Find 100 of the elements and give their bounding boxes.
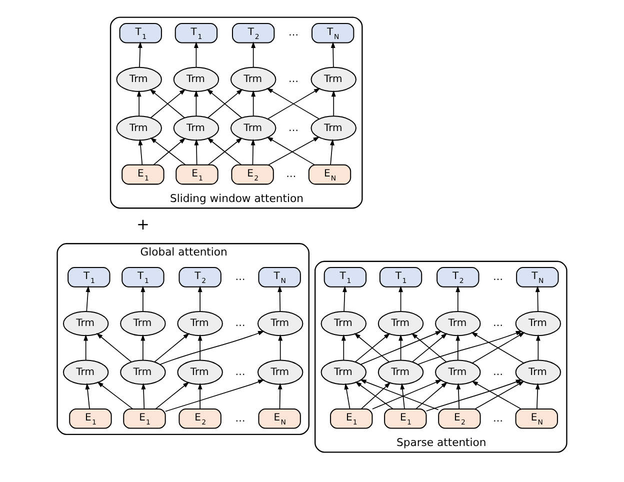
label: … bbox=[493, 366, 504, 378]
arrow bbox=[360, 330, 442, 365]
arrow bbox=[136, 90, 142, 116]
arrow bbox=[198, 286, 202, 312]
arrow bbox=[85, 383, 90, 410]
arrow bbox=[360, 382, 391, 410]
node-ellipse: Trm bbox=[177, 360, 223, 385]
arrow bbox=[154, 333, 190, 362]
arrow bbox=[331, 90, 336, 116]
arrow bbox=[330, 42, 336, 68]
arrow bbox=[138, 42, 142, 68]
arrow bbox=[360, 380, 439, 410]
label: … bbox=[286, 169, 296, 180]
node-box: T$_{2}$ bbox=[232, 22, 275, 44]
arrow bbox=[140, 286, 146, 312]
node-box: E$_{N}$ bbox=[308, 164, 352, 185]
arrow bbox=[535, 383, 540, 410]
arrow bbox=[417, 330, 522, 365]
arrow bbox=[160, 330, 264, 365]
arrow bbox=[251, 90, 256, 116]
label: … bbox=[235, 366, 246, 378]
node-ellipse: Trm bbox=[173, 116, 220, 141]
arrow bbox=[456, 383, 461, 410]
node-ellipse: Trm bbox=[116, 66, 162, 92]
label: … bbox=[288, 74, 298, 86]
arrow bbox=[97, 382, 134, 410]
arrow bbox=[194, 90, 198, 116]
node-ellipse: Trm bbox=[177, 311, 223, 336]
node-box: E$_{1}$ bbox=[69, 408, 112, 429]
node-ellipse: Trm bbox=[116, 116, 162, 141]
node-box: T$_{1}$ bbox=[68, 267, 110, 288]
node-box: E$_{1}$ bbox=[176, 164, 218, 185]
node-box: T$_{1}$ bbox=[324, 267, 367, 288]
node-box: T$_{1}$ bbox=[379, 267, 422, 288]
arrow bbox=[86, 286, 90, 312]
label: … bbox=[288, 122, 298, 134]
node-box: T$_{1}$ bbox=[122, 267, 164, 288]
arrow bbox=[342, 286, 347, 312]
arrow bbox=[398, 286, 403, 312]
label: … bbox=[235, 318, 246, 330]
arrow bbox=[330, 138, 334, 166]
node-ellipse: Trm bbox=[378, 311, 424, 336]
arrow bbox=[536, 334, 540, 361]
label: … bbox=[288, 28, 298, 39]
arrow bbox=[456, 286, 460, 312]
arrow bbox=[194, 42, 198, 68]
node-box: E$_{1}$ bbox=[122, 164, 164, 185]
arrow bbox=[278, 286, 282, 312]
node-box: E$_{1}$ bbox=[384, 408, 427, 429]
arrow bbox=[535, 286, 540, 312]
arrow bbox=[96, 333, 132, 362]
node-box: E$_{N}$ bbox=[515, 408, 558, 429]
label: … bbox=[235, 272, 246, 283]
node-box: E$_{N}$ bbox=[258, 408, 301, 429]
arrow bbox=[355, 382, 394, 410]
node-box: T$_{1}$ bbox=[119, 22, 162, 44]
node-box: E$_{1}$ bbox=[330, 408, 373, 429]
arrow bbox=[140, 334, 146, 361]
arrow bbox=[164, 380, 264, 412]
arrow bbox=[456, 334, 460, 361]
label: … bbox=[493, 272, 504, 283]
node-ellipse: Trm bbox=[62, 311, 109, 336]
node-box: E$_{2}$ bbox=[231, 164, 274, 185]
node-ellipse: Trm bbox=[320, 311, 367, 336]
arrow bbox=[400, 383, 405, 410]
arrow bbox=[198, 334, 202, 361]
label: … bbox=[235, 413, 246, 424]
label: + bbox=[136, 216, 150, 234]
arrow bbox=[155, 382, 190, 410]
node-ellipse: Trm bbox=[173, 66, 220, 92]
node-box: E$_{2}$ bbox=[438, 408, 481, 429]
arrow bbox=[251, 42, 256, 68]
arrow bbox=[278, 383, 282, 410]
node-box: E$_{2}$ bbox=[178, 408, 222, 429]
label: … bbox=[493, 318, 504, 330]
arrow bbox=[341, 334, 346, 361]
node-box: T$_{2}$ bbox=[178, 267, 222, 288]
arrow bbox=[398, 334, 403, 361]
arrow bbox=[344, 383, 350, 410]
node-ellipse: Trm bbox=[120, 360, 166, 385]
arrow bbox=[194, 138, 199, 166]
arrow bbox=[84, 334, 88, 361]
arrow bbox=[198, 383, 202, 410]
node-box: T$_{N}$ bbox=[516, 267, 559, 288]
node-box: T$_{N}$ bbox=[258, 267, 301, 288]
node-box: T$_{1}$ bbox=[174, 22, 218, 44]
node-box: E$_{1}$ bbox=[123, 408, 166, 429]
arrow bbox=[416, 382, 448, 410]
arrow bbox=[278, 334, 283, 361]
node-box: T$_{2}$ bbox=[436, 267, 480, 288]
node-ellipse: Trm bbox=[120, 311, 166, 336]
arrow bbox=[372, 380, 442, 410]
arrow bbox=[426, 380, 522, 412]
arrow bbox=[250, 138, 256, 166]
arrow bbox=[138, 138, 143, 166]
label: … bbox=[493, 413, 504, 424]
node-box: T$_{N}$ bbox=[312, 22, 354, 44]
node-ellipse: Trm bbox=[62, 360, 109, 385]
node-ellipse: Trm bbox=[378, 360, 424, 385]
arrow bbox=[141, 383, 146, 410]
